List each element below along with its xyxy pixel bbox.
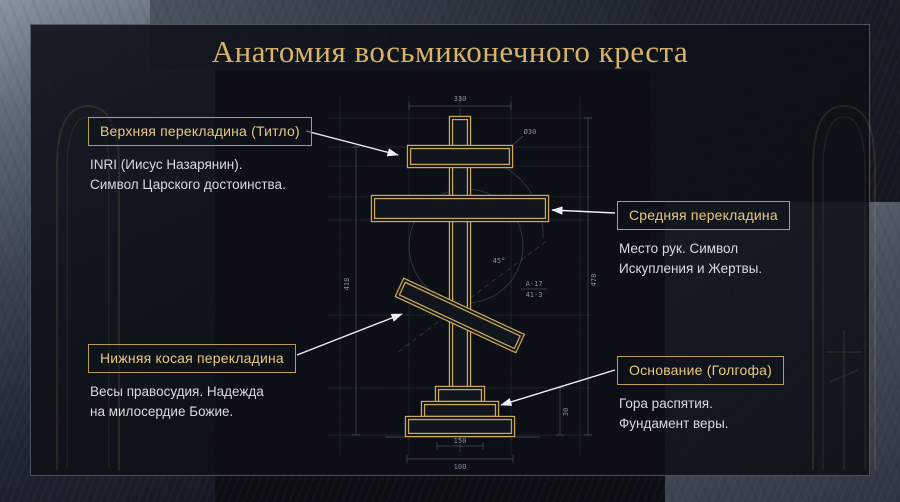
desc-slanted-crossbar: Весы правосудия. Надежда на милосердие Б… — [90, 382, 296, 423]
page-title: Анатомия восьмиконечного креста — [211, 34, 689, 69]
desc-line: Фундамент веры. — [619, 416, 729, 432]
desc-middle-crossbar: Место рук. Символ Искупления и Жертвы. — [619, 239, 790, 280]
desc-top-crossbar: INRI (Иисус Назарянин). Символ Царского … — [90, 155, 312, 196]
dimension-label: 330 — [454, 95, 467, 103]
label-slanted-crossbar-text: Нижняя косая перекладина — [100, 350, 284, 366]
label-base: Основание (Голгофа) — [617, 356, 785, 385]
dimension-label: 30 — [562, 408, 570, 416]
dimension-label: Ø30 — [524, 128, 537, 136]
desc-line: Искупления и Жертвы. — [619, 261, 763, 277]
dimension-label: A-17 — [526, 280, 543, 288]
dimension-label: 418 — [343, 278, 351, 291]
label-middle-crossbar: Средняя перекладина — [617, 201, 790, 230]
dimension-label: 100 — [454, 463, 467, 471]
cross-outline — [370, 115, 550, 438]
desc-line: Место рук. Символ — [619, 241, 739, 256]
arrow-base — [500, 369, 616, 406]
label-top-crossbar: Верхняя перекладина (Титло) — [88, 117, 312, 146]
arrow-top-crossbar — [305, 130, 399, 157]
arrow-slanted-crossbar — [296, 313, 403, 356]
callout-slanted-crossbar: Нижняя косая перекладина Весы правосудия… — [88, 344, 296, 423]
dimension-label: 45° — [493, 257, 506, 265]
dimension-labels: 330 Ø30 478 418 45° A-17 41-3 150 100 30 — [343, 95, 598, 471]
label-top-crossbar-text: Верхняя перекладина (Титло) — [100, 123, 300, 139]
desc-base: Гора распятия. Фундамент веры. — [619, 394, 784, 435]
callout-middle-crossbar: Средняя перекладина Место рук. Символ Ис… — [617, 201, 790, 280]
dimension-label: 41-3 — [526, 291, 543, 299]
callout-top-crossbar: Верхняя перекладина (Титло) INRI (Иисус … — [88, 117, 312, 196]
desc-line: INRI (Иисус Назарянин). — [90, 157, 243, 172]
dimension-label: 150 — [454, 437, 467, 445]
callout-arrows — [296, 130, 616, 406]
dimension-lines — [352, 102, 592, 463]
label-base-text: Основание (Голгофа) — [629, 362, 773, 378]
desc-line: на милосердие Божие. — [90, 404, 234, 420]
callout-base: Основание (Голгофа) Гора распятия. Фунда… — [617, 356, 785, 435]
decorative-arch-right — [812, 104, 876, 470]
arrow-middle-crossbar — [551, 206, 616, 215]
dimension-label: 478 — [590, 274, 598, 287]
desc-line: Символ Царского достоинства. — [90, 177, 286, 193]
desc-line: Гора распятия. — [619, 396, 713, 411]
desc-line: Весы правосудия. Надежда — [90, 384, 264, 399]
label-slanted-crossbar: Нижняя косая перекладина — [88, 344, 296, 373]
label-middle-crossbar-text: Средняя перекладина — [629, 207, 778, 223]
